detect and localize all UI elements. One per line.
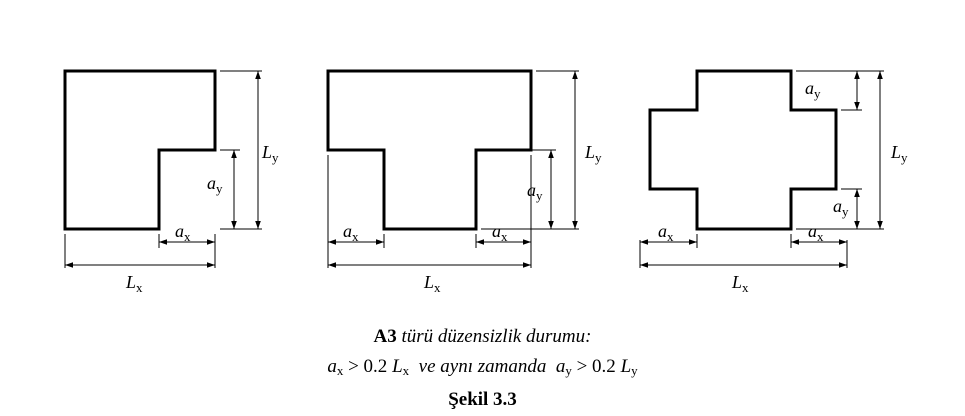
irregularity-description: türü düzensizlik durumu: [396,326,592,347]
ly-label: Ly [890,142,908,165]
ay-label: ay [207,173,223,196]
cross-shape-plan: Ly ay ay ax ax Lx [639,69,908,295]
irregularity-diagram: Ly ay ax Lx Ly ay ax ax Lx [63,69,908,295]
irregularity-code: A3 [373,326,397,347]
ay-bottom-label: ay [833,196,849,219]
cross-shape-outline [648,69,838,231]
ay-label: ay [527,180,543,203]
ax-left-label: ax [658,221,674,244]
lx-label: Lx [125,272,143,295]
t-shape-plan: Ly ay ax ax Lx [326,69,602,295]
ax-label: ax [175,221,191,244]
ay-top-label: ay [805,78,821,101]
caption-title: A3 türü düzensizlik durumu: [0,326,965,348]
ax-right-label: ax [808,221,824,244]
lx-label: Lx [731,272,749,295]
caption-condition: ax > 0.2 Lx ve aynı zamanda ay > 0.2 Ly [327,356,638,378]
ax-right-label: ax [492,221,508,244]
l-shape-plan: Ly ay ax Lx [63,69,279,295]
lx-label: Lx [423,272,441,295]
ly-label: Ly [261,142,279,165]
t-shape-outline [326,69,533,231]
figure-number: Şekil 3.3 [448,389,517,410]
ly-label: Ly [584,142,602,165]
l-shape-outline [63,69,217,231]
ax-left-label: ax [343,221,359,244]
